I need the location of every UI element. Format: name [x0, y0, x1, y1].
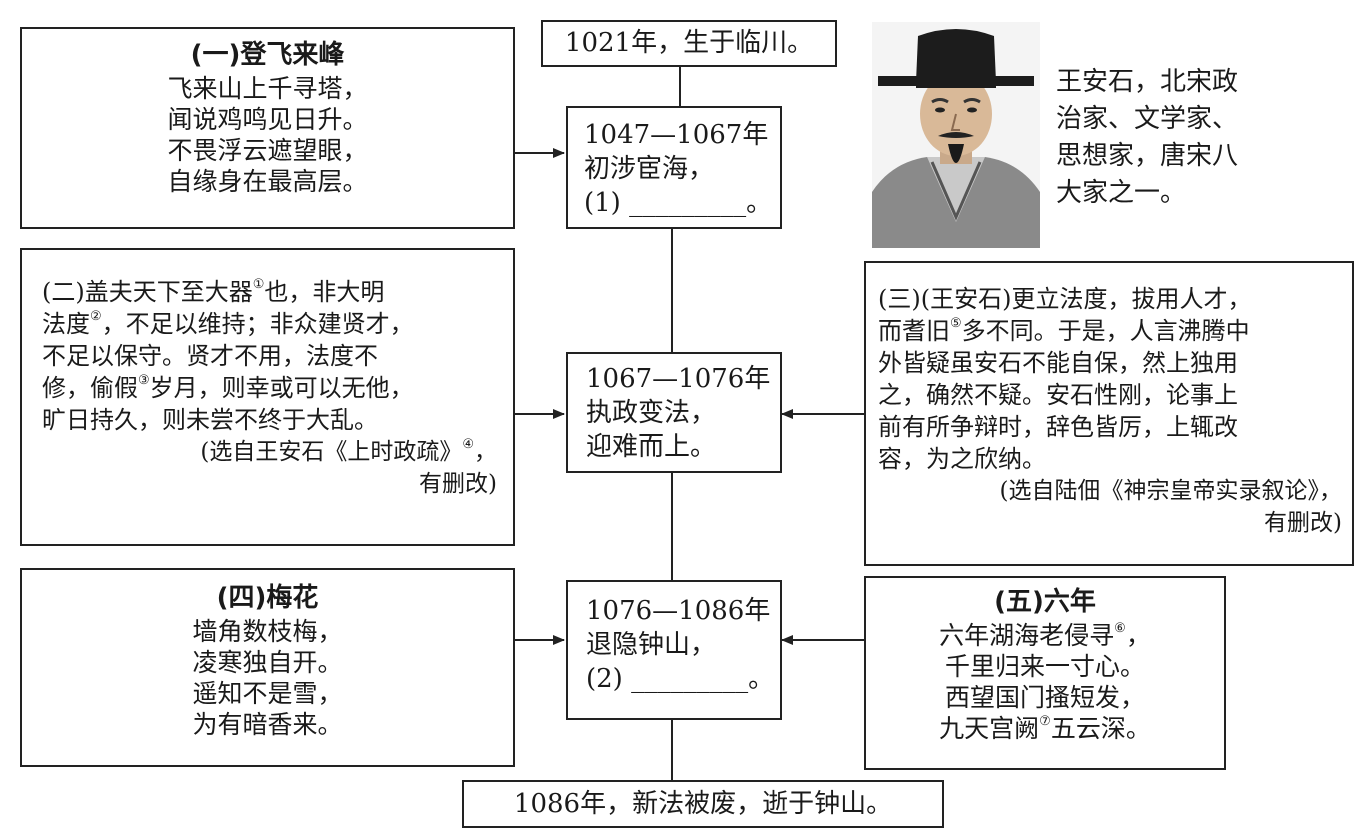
stage1-box: 1047—1067年 初涉宦海， (1) _________。: [566, 106, 782, 229]
stage1-years: 1047—1067年: [584, 120, 769, 150]
birth-box: 1021年，生于临川。: [541, 20, 837, 67]
text3-line: 之，确然不疑。安石性刚，论事上: [878, 381, 1238, 409]
text2-line: (二)盖夫天下至大器①也，非大明: [42, 276, 503, 308]
footnote-mark: ⑤: [950, 316, 962, 331]
text2-line: 修，偷假③岁月，则幸或可以无他，: [42, 372, 503, 404]
text2-seg: (选自王安石《上时政疏》: [200, 439, 463, 465]
stage2-box: 1067—1076年 执政变法， 迎难而上。: [566, 352, 782, 473]
poem5-seg: ，: [1125, 621, 1151, 650]
stage1-desc: 初涉宦海，: [584, 154, 715, 184]
text3-line: 容，为之欣纳。: [878, 445, 1046, 473]
stage2-desc2: 迎难而上。: [586, 432, 717, 462]
death-box: 1086年，新法被废，逝于钟山。: [462, 780, 944, 828]
bio-line: 治家、文学家、: [1056, 104, 1239, 134]
stage1-blank: (1) _________。: [584, 188, 773, 218]
poem1-line: 闻说鸡鸣见日升。: [167, 105, 368, 134]
text2-seg: 修，偷假: [42, 374, 138, 402]
wang-anshi-portrait-image: [872, 22, 1040, 248]
birth-text: 1021年，生于临川。: [564, 28, 814, 58]
poem5-line: 千里归来一寸心。: [944, 652, 1145, 681]
footnote-mark: ⑦: [1039, 714, 1051, 729]
poem1-title: (一)登飞来峰: [190, 40, 345, 70]
text3-source: 有删改): [1264, 510, 1342, 536]
bio-line: 思想家，唐宋八: [1056, 141, 1239, 171]
stage3-box: 1076—1086年 退隐钟山， (2) _________。: [566, 580, 782, 720]
poem4-line: 遥知不是雪，: [192, 679, 343, 708]
text2-source: (选自王安石《上时政疏》④，: [42, 436, 503, 468]
death-text: 1086年，新法被废，逝于钟山。: [513, 789, 893, 819]
poem1-line: 自缘身在最高层。: [167, 167, 368, 196]
bio-line: 王安石，北宋政: [1056, 67, 1239, 97]
text3-source: (选自陆佃《神宗皇帝实录叙论》，: [999, 478, 1342, 504]
stage2-desc: 执政变法，: [586, 398, 717, 428]
text2-line: 不足以保守。贤才不用，法度不: [42, 342, 378, 370]
text2-line: 旷日持久，则未尝不终于大乱。: [42, 406, 378, 434]
poem4-line: 墙角数枝梅，: [192, 617, 343, 646]
poem4-line: 凌寒独自开。: [192, 648, 343, 677]
poem5-seg: 九天宫阙: [939, 714, 1040, 743]
text2-seg: ，: [474, 439, 497, 465]
footnote-mark: ④: [462, 437, 474, 452]
footnote-mark: ①: [252, 277, 265, 292]
poem5-line: 西望国门搔短发，: [944, 683, 1145, 712]
poem4-title: (四)梅花: [216, 583, 319, 613]
stage2-years: 1067—1076年: [586, 364, 771, 394]
poem5-line: 六年湖海老侵寻⑥，: [866, 620, 1224, 651]
text2-seg: ，不足以维持；非众建贤才，: [101, 310, 414, 338]
stage3-years: 1076—1086年: [586, 596, 771, 626]
text2-seg: (二)盖夫天下至大器: [42, 278, 253, 306]
stage3-desc: 退隐钟山，: [586, 630, 717, 660]
text3-line: 外皆疑虽安石不能自保，然上独用: [878, 349, 1238, 377]
poem4-box: (四)梅花 墙角数枝梅， 凌寒独自开。 遥知不是雪， 为有暗香来。: [20, 568, 515, 767]
poem4-line: 为有暗香来。: [192, 710, 343, 739]
poem5-title: (五)六年: [994, 587, 1096, 617]
poem5-seg: 六年湖海老侵寻: [939, 621, 1115, 650]
text2-seg: 岁月，则幸或可以无他，: [149, 374, 414, 402]
text3-line: (三)(王安石)更立法度，拔用人才，: [878, 285, 1252, 313]
text3-line: 而耆旧⑤多不同。于是，人言沸腾中: [878, 315, 1346, 347]
footnote-mark: ②: [90, 309, 102, 324]
poem5-line: 九天宫阙⑦五云深。: [866, 713, 1224, 744]
stage3-blank: (2) _________。: [586, 664, 775, 694]
text3-line: 前有所争辩时，辞色皆厉，上辄改: [878, 413, 1238, 441]
bio-text: 王安石，北宋政 治家、文学家、 思想家，唐宋八 大家之一。: [1056, 64, 1238, 212]
footnote-mark: ⑥: [1114, 621, 1126, 636]
poem1-line: 飞来山上千寻塔，: [167, 74, 368, 103]
text2-source: 有删改): [419, 471, 497, 497]
text2-box: (二)盖夫天下至大器①也，非大明 法度②，不足以维持；非众建贤才， 不足以保守。…: [20, 248, 515, 546]
poem1-line: 不畏浮云遮望眼，: [167, 136, 368, 165]
text3-box: (三)(王安石)更立法度，拔用人才， 而耆旧⑤多不同。于是，人言沸腾中 外皆疑虽…: [864, 261, 1354, 566]
text2-seg: 也，非大明: [264, 278, 385, 306]
poem1-box: (一)登飞来峰 飞来山上千寻塔， 闻说鸡鸣见日升。 不畏浮云遮望眼， 自缘身在最…: [20, 27, 515, 229]
text3-seg: 多不同。于是，人言沸腾中: [961, 317, 1250, 345]
bio-line: 大家之一。: [1056, 178, 1187, 208]
footnote-mark: ③: [138, 373, 150, 388]
poem5-box: (五)六年 六年湖海老侵寻⑥， 千里归来一寸心。 西望国门搔短发， 九天宫阙⑦五…: [864, 576, 1226, 770]
text2-line: 法度②，不足以维持；非众建贤才，: [42, 308, 503, 340]
poem5-seg: 五云深。: [1050, 714, 1151, 743]
text2-seg: 法度: [42, 310, 90, 338]
text3-seg: 而耆旧: [878, 317, 950, 345]
